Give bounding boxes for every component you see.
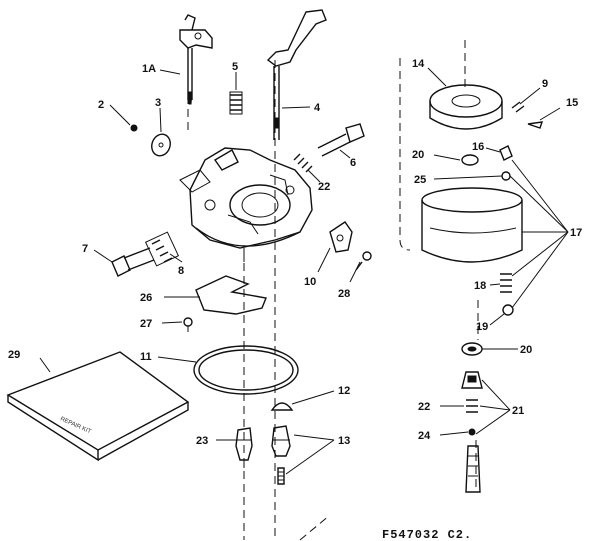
label-22-upper: 22: [318, 181, 330, 193]
label-8: 8: [178, 265, 184, 277]
carburetor-body: [179, 147, 313, 262]
label-18: 18: [474, 280, 486, 292]
part-15-pin: [527, 121, 544, 129]
part-labels: 1A 5 2 3 4 6 22 7 8 10 28 26 27 11 29 12…: [8, 58, 582, 447]
part-2-screw: [130, 124, 138, 132]
part-6-adjust-screw: [293, 123, 365, 173]
part-18-spring: [500, 273, 512, 293]
part-14-bowl-rim: [429, 84, 503, 130]
part-20-washer-top: [461, 154, 479, 166]
part-9-spring: [511, 101, 525, 113]
label-29: 29: [8, 349, 20, 361]
part-19-clip: [502, 304, 514, 316]
label-25: 25: [414, 174, 426, 186]
figure-code: F547032 C2.: [382, 528, 472, 541]
label-14: 14: [412, 58, 425, 70]
part-3-plate: [151, 133, 171, 157]
label-6: 6: [350, 157, 356, 169]
label-20-lower: 20: [520, 344, 532, 356]
leader-lines: [39, 67, 569, 475]
part-28-screw: [355, 251, 372, 271]
part-13-valve: [271, 425, 291, 485]
label-3: 3: [155, 97, 161, 109]
part-29-repair-kit-box: REPAIR KIT: [6, 351, 190, 462]
part-1a-throttle-shaft: [179, 14, 213, 105]
part-17-fuel-bowl: [421, 187, 523, 263]
part-25-screw: [501, 171, 511, 181]
part-24-washer: [468, 428, 476, 436]
part-8-spring: [144, 231, 180, 267]
label-17: 17: [570, 227, 582, 239]
label-21: 21: [512, 405, 524, 417]
part-23-nozzle: [235, 427, 253, 468]
label-24: 24: [418, 430, 431, 442]
label-13: 13: [338, 435, 350, 447]
label-1a: 1A: [142, 63, 156, 75]
part-20-washer-bottom: [461, 342, 483, 356]
part-21-bowl-nut: [461, 371, 483, 389]
label-23: 23: [196, 435, 208, 447]
part-21-needle: [465, 445, 481, 493]
label-16: 16: [472, 141, 484, 153]
part-10-bracket: [329, 221, 353, 253]
label-22-lower: 22: [418, 401, 430, 413]
label-26: 26: [140, 292, 152, 304]
part-22-spring-lower: [466, 399, 478, 413]
label-2: 2: [98, 99, 104, 111]
part-5-spring: [229, 91, 243, 115]
label-4: 4: [314, 102, 321, 114]
label-12: 12: [338, 385, 350, 397]
label-9: 9: [542, 78, 548, 90]
label-28: 28: [338, 288, 350, 300]
part-7-idle-screw: [111, 247, 155, 277]
part-27-pin: [183, 317, 193, 332]
part-16-clip: [499, 145, 513, 161]
label-27: 27: [140, 318, 152, 330]
label-7: 7: [82, 243, 88, 255]
part-12-seat: [270, 402, 294, 411]
label-5: 5: [232, 61, 238, 73]
part-26-float-arm: [195, 275, 267, 315]
label-11: 11: [140, 351, 152, 363]
center-axis-lines: [187, 40, 479, 541]
label-15: 15: [566, 97, 578, 109]
label-19: 19: [476, 321, 488, 333]
part-4-choke-shaft: [266, 9, 327, 140]
part-11-gasket-ring: [193, 345, 299, 395]
label-10: 10: [304, 276, 316, 288]
kit-box-label: REPAIR KIT: [59, 416, 92, 435]
label-20-upper: 20: [412, 149, 424, 161]
